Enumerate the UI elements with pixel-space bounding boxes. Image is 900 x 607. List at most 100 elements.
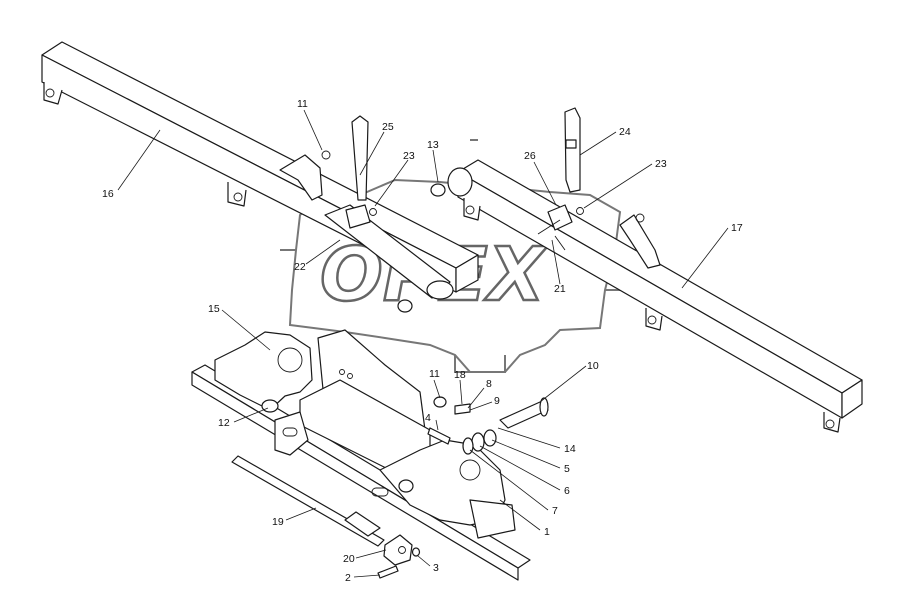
callout-21: 21 <box>554 283 566 295</box>
callout-1: 1 <box>544 526 550 538</box>
beam-16-lug-hole <box>45 88 55 98</box>
callout-4: 4 <box>425 412 431 424</box>
beam-17-nut-13 <box>430 183 446 197</box>
beam-17-lug-a-hole <box>465 205 475 215</box>
callout-26: 26 <box>524 150 536 162</box>
callout-23: 23 <box>655 158 667 170</box>
beam-17-lug-a <box>463 198 481 221</box>
latch-23-left <box>345 204 371 229</box>
frame-right-flange <box>469 499 516 539</box>
leader-20 <box>355 549 387 559</box>
callout-15: 15 <box>208 303 220 315</box>
callout-labels: 16 17 11 25 23 13 22 26 24 23 21 15 11 1… <box>102 98 743 584</box>
clip-8 <box>454 403 471 415</box>
leader-lines <box>117 109 729 578</box>
beam-16-lug-left <box>43 82 63 105</box>
leader-3 <box>417 555 431 567</box>
leader-18 <box>459 379 463 405</box>
leader-11a <box>303 109 323 151</box>
callout-14: 14 <box>564 443 576 455</box>
bolt-4 <box>427 427 451 445</box>
callout-3: 3 <box>433 562 439 574</box>
callout-12: 12 <box>218 417 230 429</box>
bracket-20 <box>383 534 413 566</box>
callout-11: 11 <box>429 368 440 380</box>
leader-17 <box>681 227 729 289</box>
callout-23: 23 <box>403 150 415 162</box>
leader-1 <box>499 499 541 531</box>
upright-hole <box>339 369 345 375</box>
hitch-frame <box>191 329 531 581</box>
callout-22: 22 <box>294 261 306 273</box>
beam-17-end <box>841 379 863 419</box>
pivot-22-body <box>324 204 451 299</box>
shaft-19-sleeve <box>344 511 381 537</box>
leader-24 <box>579 131 617 156</box>
beam-17-lug-b <box>645 308 663 331</box>
leader-6 <box>479 445 561 491</box>
beam-16-bracket <box>279 154 323 201</box>
nut-12 <box>261 399 279 413</box>
latch-21-pin <box>537 219 566 251</box>
leader-13 <box>432 149 439 183</box>
callout-19: 19 <box>272 516 284 528</box>
beam-17-lug-c <box>823 412 841 433</box>
leader-22 <box>305 239 341 265</box>
shaft-assembly <box>231 455 421 579</box>
callout-10: 10 <box>587 360 599 372</box>
callout-9: 9 <box>494 395 500 407</box>
nut-3 <box>411 547 421 557</box>
beam-17-lug-c-hole <box>825 419 835 429</box>
callout-25: 25 <box>382 121 394 133</box>
pivot-22-nut <box>397 299 413 313</box>
leader-16 <box>117 129 161 191</box>
frame-plate-ear <box>274 411 309 456</box>
callout-5: 5 <box>564 463 570 475</box>
callout-16: 16 <box>102 188 114 200</box>
callout-20: 20 <box>343 553 355 565</box>
leader-8 <box>467 387 485 409</box>
beam-17-bracket <box>619 214 661 269</box>
callout-17: 17 <box>731 222 743 234</box>
pin-10-head <box>539 397 549 417</box>
leader-9 <box>469 401 493 411</box>
callout-2: 2 <box>345 572 351 584</box>
leader-12 <box>233 407 269 423</box>
bracket-20-hole <box>398 546 406 554</box>
callout-13: 13 <box>427 139 439 151</box>
leader-23a <box>374 159 409 207</box>
beam-16-lug-mid <box>227 182 247 207</box>
lock-strips <box>345 107 584 251</box>
ear-slot <box>282 427 298 437</box>
frame-plate-left <box>214 331 313 411</box>
beam-16-bracket-nut <box>321 150 331 160</box>
leader-5 <box>491 439 561 469</box>
leader-19 <box>285 507 317 521</box>
leader-14 <box>497 427 561 449</box>
strip-24-clip <box>565 139 577 149</box>
gear-outline-icon <box>288 178 622 373</box>
shaft-19 <box>231 455 385 547</box>
bolt-2 <box>377 565 399 579</box>
leader-10 <box>539 365 587 403</box>
beam-17-pivot-cap <box>447 167 473 197</box>
callout-24: 24 <box>619 126 631 138</box>
nut-23-right <box>576 207 584 215</box>
callout-8: 8 <box>486 378 492 390</box>
leader-2 <box>353 574 381 578</box>
pin-assembly <box>427 397 549 455</box>
leader-4 <box>435 419 439 431</box>
leader-25 <box>359 131 385 176</box>
right-slot <box>371 487 389 497</box>
frame-plate-left-hole <box>277 347 303 373</box>
beam-17-bracket-nut <box>635 213 645 223</box>
nut-11-lower <box>433 396 447 408</box>
leader-21 <box>551 239 561 285</box>
pivot-22 <box>324 204 454 313</box>
strip-25 <box>351 115 369 201</box>
leader-23b <box>583 163 653 209</box>
callout-6: 6 <box>564 485 570 497</box>
leader-7 <box>469 449 549 511</box>
frame-plate-right-hole <box>459 459 481 481</box>
